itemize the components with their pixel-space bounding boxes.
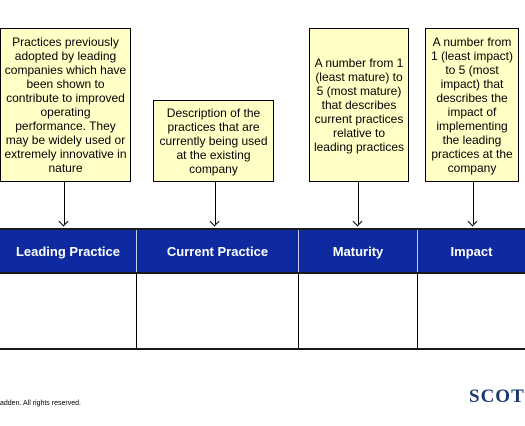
table-header-row: Leading Practice Current Practice Maturi… bbox=[0, 228, 525, 274]
header-current-practice: Current Practice bbox=[137, 230, 299, 272]
cell-current-practice bbox=[137, 274, 299, 348]
table-row bbox=[0, 274, 525, 350]
company-logo: SCOT bbox=[469, 386, 525, 407]
callout-maturity: A number from 1 (least mature) to 5 (mos… bbox=[309, 28, 409, 182]
arrow-leading-practice bbox=[64, 182, 65, 224]
arrow-maturity bbox=[358, 182, 359, 224]
cell-leading-practice bbox=[0, 274, 137, 348]
cell-maturity bbox=[299, 274, 418, 348]
arrow-impact bbox=[473, 182, 474, 224]
header-impact: Impact bbox=[450, 243, 493, 259]
callout-impact: A number from 1 (least impact) to 5 (mos… bbox=[425, 28, 519, 182]
callout-current-practice: Description of the practices that are cu… bbox=[153, 100, 274, 182]
header-maturity: Maturity bbox=[299, 230, 418, 272]
cell-impact bbox=[418, 274, 525, 348]
arrow-current-practice bbox=[215, 182, 216, 224]
header-leading-practice: Leading Practice bbox=[0, 230, 137, 272]
copyright-text: adden. All rights reserved. bbox=[0, 400, 81, 407]
callout-leading-practice: Practices previously adopted by leading … bbox=[0, 28, 131, 182]
